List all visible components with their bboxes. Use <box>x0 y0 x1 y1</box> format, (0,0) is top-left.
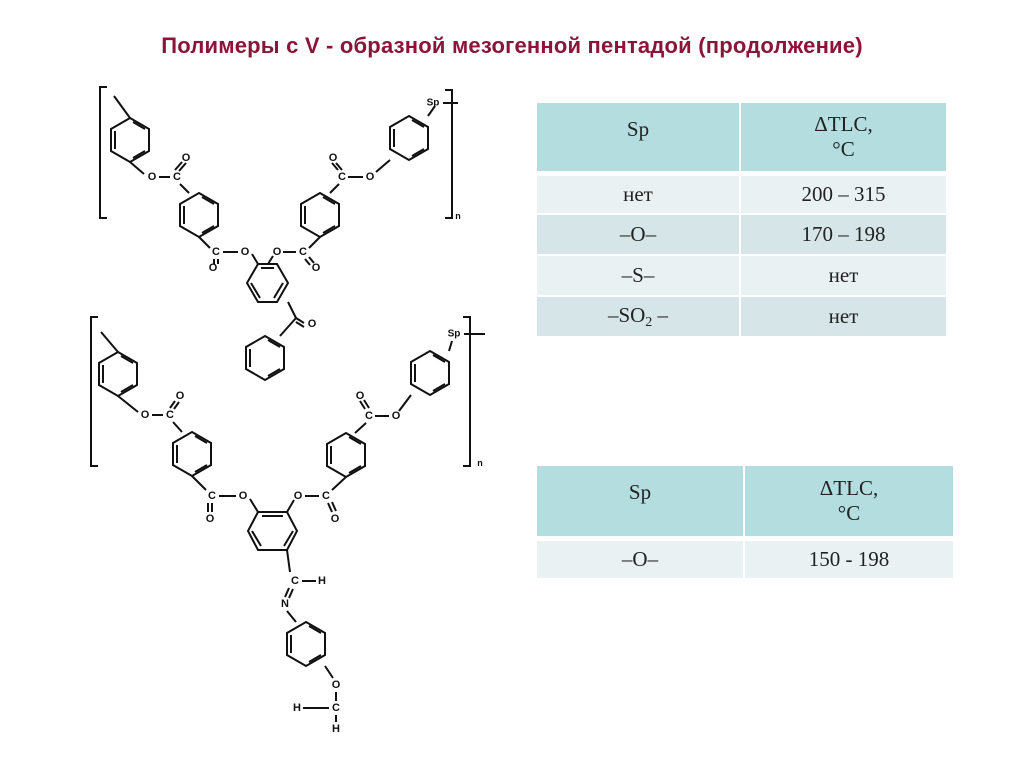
header-tlc-line1: ΔTLC, <box>814 111 873 136</box>
phenyl-ring-central <box>246 511 299 551</box>
header-tlc: ΔTLC, °C <box>739 103 946 176</box>
tlc-table-2: Sp ΔTLC, °C –O– 150 - 198 <box>537 466 953 580</box>
phenyl-ring-left-middle <box>172 430 212 478</box>
header-tlc-line1: ΔTLC, <box>819 475 879 500</box>
cell-sp: нет <box>537 173 740 215</box>
cell-tlc: нет <box>739 255 946 297</box>
header-tlc: ΔTLC, °C <box>743 466 953 541</box>
carbonyl-oxygen: O <box>206 513 215 525</box>
ester-carbon: C <box>212 246 220 258</box>
imine-nitrogen: N <box>281 598 289 610</box>
ester-carbon: C <box>338 171 346 183</box>
ester-oxygen: O <box>241 246 250 258</box>
ester-carbon: C <box>299 246 307 258</box>
tlc-table-1: Sp ΔTLC, °C нет 200 – 315 –O– 170 – 198 … <box>537 103 946 338</box>
ketone-oxygen: O <box>308 318 317 330</box>
phenyl-ring-benzoyl <box>245 334 285 382</box>
cell-sp: –S– <box>537 255 740 297</box>
table-row: –O– 170 – 198 <box>537 214 946 256</box>
phenyl-ring-anisyl <box>286 620 326 668</box>
cell-sp: –SO2 – <box>537 296 740 338</box>
ether-oxygen: O <box>332 679 341 691</box>
header-sp: Sp <box>537 103 740 176</box>
bracket-right <box>463 316 471 467</box>
carbonyl-oxygen: O <box>176 390 185 402</box>
phenyl-ring-central <box>245 263 290 303</box>
phenyl-ring-right-terminal <box>389 114 429 162</box>
phenyl-ring-right-terminal <box>410 349 450 397</box>
spacer-label: Sp <box>427 98 440 109</box>
ester-oxygen: O <box>239 490 248 502</box>
cell-tlc: 170 – 198 <box>739 214 946 256</box>
cell-tlc: нет <box>739 296 946 338</box>
ester-carbon: C <box>166 409 174 421</box>
bracket-right <box>445 89 453 219</box>
cell-sp: –O– <box>537 214 740 256</box>
cell-sp-main: –SO <box>607 302 646 327</box>
ester-carbon: C <box>173 171 181 183</box>
ester-oxygen: O <box>141 409 150 421</box>
table-row: –SO2 – нет <box>537 296 946 338</box>
cell-sp-tail: – <box>652 302 669 327</box>
ester-oxygen: O <box>392 410 401 422</box>
cell-tlc: 150 - 198 <box>743 538 953 580</box>
ester-carbon: C <box>365 410 373 422</box>
header-tlc-line2: °C <box>837 500 861 525</box>
carbonyl-oxygen: O <box>209 262 218 274</box>
header-sp: Sp <box>537 466 744 541</box>
carbonyl-oxygen: O <box>329 152 338 164</box>
bracket-left <box>99 86 107 219</box>
repeat-subscript: n <box>477 458 483 468</box>
ester-oxygen: O <box>273 246 282 258</box>
imine-hydrogen: H <box>318 575 326 587</box>
ester-carbon: C <box>208 490 216 502</box>
spacer-label: Sp <box>448 329 461 340</box>
ester-oxygen: O <box>148 171 157 183</box>
carbonyl-oxygen: O <box>356 390 365 402</box>
carbonyl-oxygen: O <box>182 152 191 164</box>
repeat-subscript: n <box>455 211 461 221</box>
cell-sp: –O– <box>537 538 744 580</box>
phenyl-ring-right-middle <box>326 431 366 479</box>
imine-carbon: C <box>291 575 299 587</box>
methyl-hydrogen: H <box>293 702 301 714</box>
table-row: –O– 150 - 198 <box>537 538 953 580</box>
methyl-hydrogen: H <box>332 723 340 735</box>
cell-sp-subscript: 2 <box>645 314 653 330</box>
carbonyl-oxygen: O <box>312 262 321 274</box>
ester-oxygen: O <box>366 171 375 183</box>
carbonyl-oxygen: O <box>331 513 340 525</box>
ester-oxygen: O <box>294 490 303 502</box>
table-row: –S– нет <box>537 255 946 297</box>
methyl-carbon: C <box>332 702 340 714</box>
table-row: нет 200 – 315 <box>537 173 946 215</box>
header-tlc-line2: °C <box>832 136 855 161</box>
bracket-left <box>90 316 98 467</box>
cell-tlc: 200 – 315 <box>739 173 946 215</box>
phenyl-ring-left-terminal <box>98 350 138 398</box>
page-title: Полимеры с V - образной мезогенной пента… <box>161 33 863 58</box>
ester-carbon: C <box>322 490 330 502</box>
